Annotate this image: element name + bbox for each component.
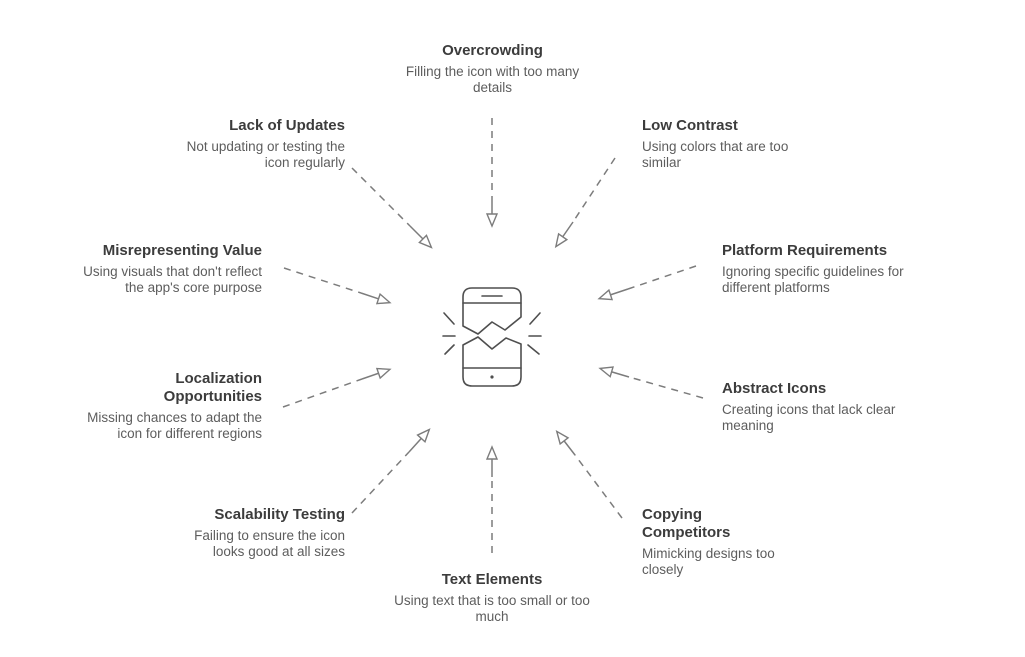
- node-description: Ignoring specific guidelines for differe…: [722, 264, 904, 295]
- node-description: Not updating or testing the icon regular…: [186, 139, 345, 170]
- node-overcrowding: Overcrowding Filling the icon with too m…: [395, 42, 590, 96]
- node-title: Overcrowding: [442, 42, 543, 59]
- node-description: Filling the icon with too many details: [405, 64, 580, 95]
- arrow-platform-requirements: [597, 265, 697, 301]
- node-misrepresenting-value: Misrepresenting Value Using visuals that…: [62, 242, 262, 296]
- node-title: Text Elements: [441, 571, 543, 588]
- node-description: Using colors that are too similar: [642, 139, 789, 170]
- node-description: Using text that is too small or too much: [394, 593, 590, 624]
- arrow-abstract-icons: [598, 366, 704, 399]
- node-text-elements: Text Elements Using text that is too sma…: [392, 571, 592, 625]
- node-title: Localization Opportunities: [163, 370, 262, 405]
- node-description: Failing to ensure the icon looks good at…: [194, 528, 345, 559]
- node-localization-opportunities: Localization Opportunities Missing chanc…: [72, 370, 262, 442]
- node-description: Missing chances to adapt the icon for di…: [87, 410, 262, 441]
- arrow-localization-opportunities: [282, 367, 392, 408]
- node-lack-of-updates: Lack of Updates Not updating or testing …: [165, 117, 345, 171]
- node-abstract-icons: Abstract Icons Creating icons that lack …: [722, 380, 922, 434]
- node-title: Abstract Icons: [722, 380, 827, 397]
- node-title: Copying Competitors: [642, 506, 731, 541]
- broken-phone-icon: [442, 287, 542, 387]
- node-platform-requirements: Platform Requirements Ignoring specific …: [722, 242, 910, 296]
- arrow-scalability-testing: [351, 428, 431, 514]
- node-title: Platform Requirements: [722, 242, 888, 259]
- arrow-low-contrast: [554, 157, 616, 249]
- node-description: Using visuals that don't reflect the app…: [83, 264, 262, 295]
- arrow-lack-of-updates: [351, 167, 433, 249]
- arrow-copying-competitors: [555, 429, 623, 519]
- node-scalability-testing: Scalability Testing Failing to ensure th…: [170, 506, 345, 560]
- node-description: Mimicking designs too closely: [642, 546, 775, 577]
- node-description: Creating icons that lack clear meaning: [722, 402, 896, 433]
- node-title: Low Contrast: [642, 117, 738, 134]
- node-title: Lack of Updates: [229, 117, 345, 134]
- node-low-contrast: Low Contrast Using colors that are too s…: [642, 117, 810, 171]
- node-copying-competitors: Copying Competitors Mimicking designs to…: [642, 506, 794, 578]
- node-title: Misrepresenting Value: [102, 242, 262, 259]
- node-title: Scalability Testing: [214, 506, 345, 523]
- arrow-misrepresenting-value: [283, 267, 392, 305]
